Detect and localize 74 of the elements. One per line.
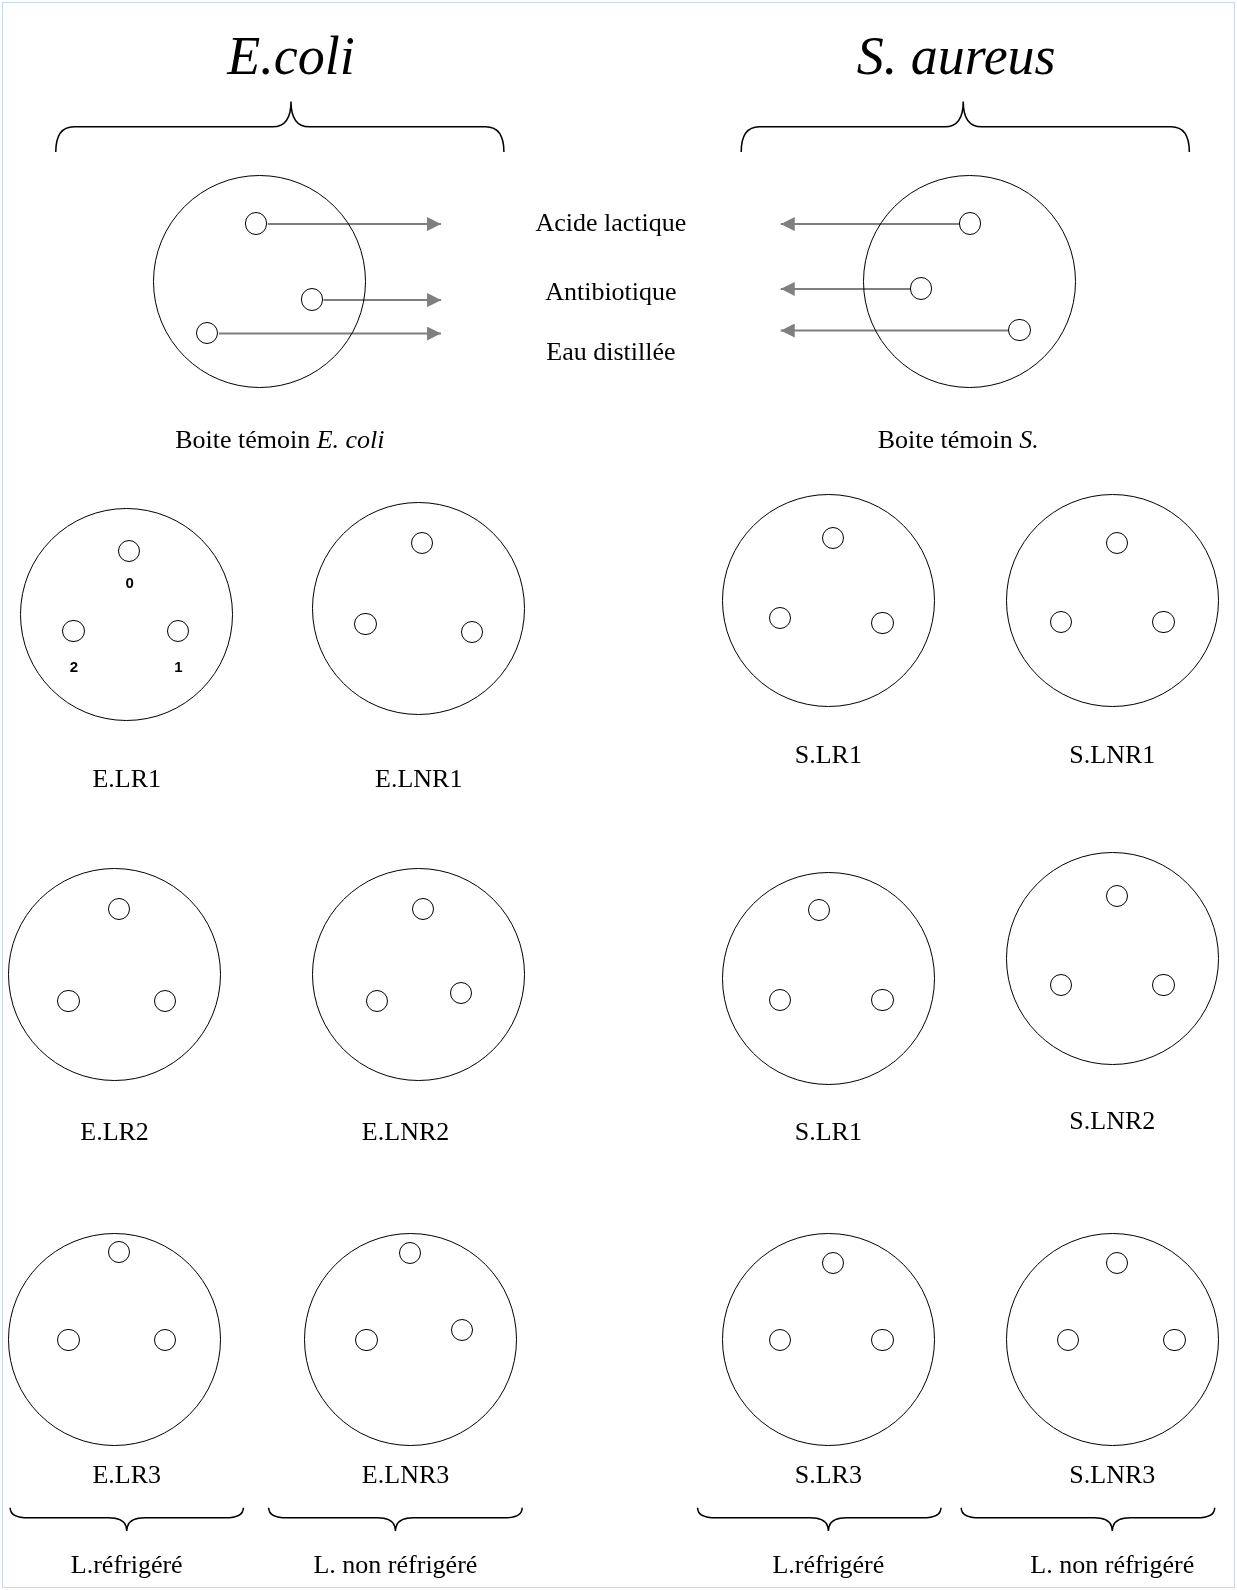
dish-caption: E.LNR2 <box>361 1116 450 1147</box>
dish-caption: E.LR1 <box>92 763 162 794</box>
well-number: 1 <box>174 657 183 675</box>
well <box>871 611 894 635</box>
arrow <box>218 326 443 341</box>
well <box>62 620 85 643</box>
well <box>1057 1328 1080 1352</box>
dish-caption: S.LR1 <box>794 740 862 771</box>
arrow <box>779 323 1010 338</box>
well <box>460 621 484 644</box>
well <box>871 1328 894 1352</box>
dish-caption: E.LR2 <box>80 1116 149 1147</box>
well <box>769 1328 792 1352</box>
well <box>821 526 845 550</box>
well <box>1105 1251 1128 1274</box>
solution-label: Eau distillée <box>546 336 676 367</box>
well <box>958 212 981 235</box>
dish-caption: S.LNR1 <box>1069 740 1156 771</box>
group-label: L.réfrigéré <box>772 1549 885 1580</box>
well <box>108 1240 131 1263</box>
group-label: L.réfrigéré <box>70 1549 183 1580</box>
arrow <box>266 217 443 232</box>
well <box>449 982 472 1005</box>
well <box>354 612 377 636</box>
dish-caption: S.LNR2 <box>1069 1106 1156 1137</box>
well <box>244 212 268 235</box>
well <box>153 990 176 1013</box>
well <box>769 606 792 630</box>
well <box>196 321 219 345</box>
well <box>398 1241 422 1264</box>
dish-caption: E.LNR1 <box>375 763 463 794</box>
well <box>57 1328 80 1352</box>
well <box>1049 610 1073 634</box>
well <box>769 989 792 1012</box>
dish-caption: S.LR3 <box>794 1460 862 1491</box>
group-label: L. non réfrigéré <box>1030 1549 1195 1580</box>
dish-caption: Boite témoin S. <box>877 425 1039 456</box>
well <box>450 1318 473 1341</box>
dish-caption: E.LR3 <box>92 1460 162 1491</box>
group-label: L. non réfrigéré <box>313 1549 478 1580</box>
well <box>1105 884 1128 907</box>
well <box>1152 973 1175 997</box>
well <box>871 989 894 1012</box>
arrow <box>779 281 912 296</box>
well-number: 0 <box>125 573 134 591</box>
well <box>1049 973 1073 997</box>
species-heading: S. aureus <box>856 24 1056 87</box>
well <box>910 277 933 300</box>
well <box>1105 531 1128 555</box>
dish-caption: E.LNR3 <box>361 1460 450 1491</box>
well <box>821 1251 845 1274</box>
well <box>365 990 388 1013</box>
well <box>166 620 190 643</box>
well <box>300 288 323 311</box>
species-heading: E.coli <box>227 24 355 87</box>
well <box>1008 318 1031 342</box>
well <box>1152 610 1175 634</box>
well <box>1163 1328 1186 1352</box>
well <box>108 897 131 921</box>
arrow <box>779 217 961 232</box>
dish-caption: S.LNR3 <box>1069 1460 1156 1491</box>
well <box>57 990 80 1013</box>
well <box>411 531 434 555</box>
well-number: 2 <box>69 657 79 675</box>
dish-caption: Boite témoin E. coli <box>175 425 385 456</box>
well <box>153 1328 176 1352</box>
dish-caption: S.LR1 <box>794 1116 862 1147</box>
well <box>118 539 141 563</box>
arrow <box>322 293 443 308</box>
solution-label: Acide lactique <box>535 208 687 239</box>
well <box>355 1328 378 1352</box>
well <box>807 898 830 922</box>
solution-label: Antibiotique <box>545 277 677 307</box>
well <box>412 897 435 921</box>
